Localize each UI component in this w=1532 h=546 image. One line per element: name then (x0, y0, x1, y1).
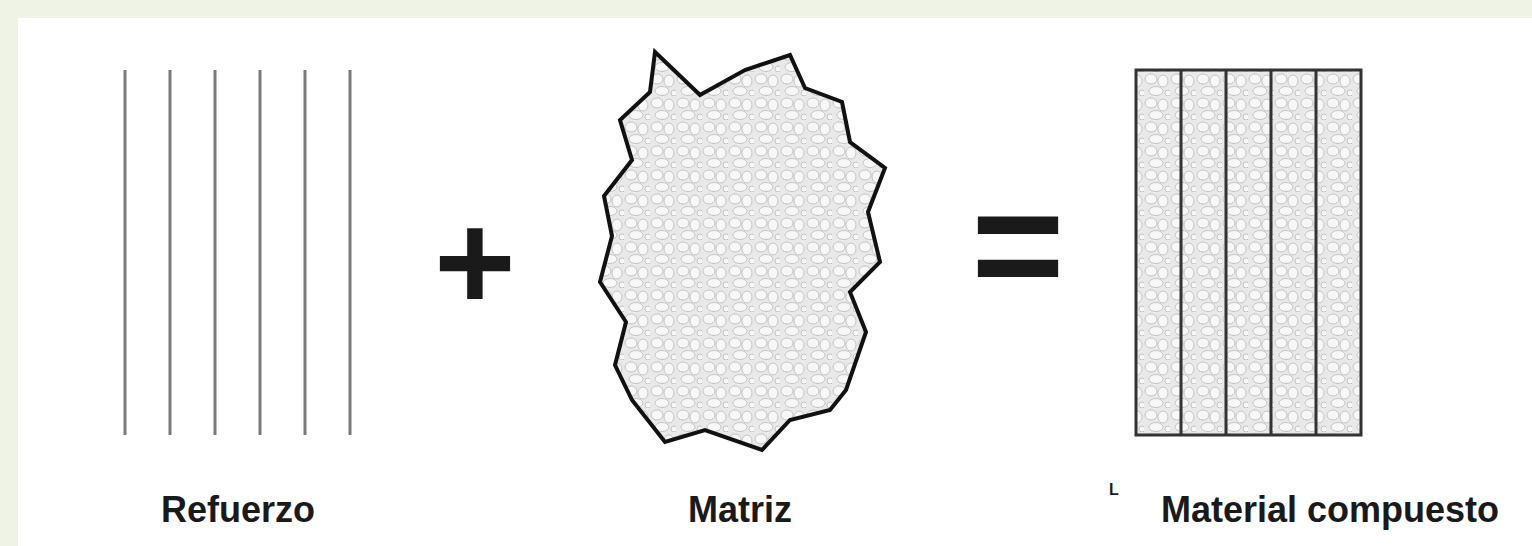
composite-block (1136, 70, 1361, 435)
reinforcement-fibers (125, 70, 350, 435)
part-name: Material compuesto (1161, 492, 1499, 528)
part-name: Refuerzo (161, 492, 315, 528)
matrix-blob (600, 52, 885, 450)
plus-sign: + (434, 192, 516, 332)
part-name: Matriz (688, 492, 792, 528)
stray-mark: L (1109, 482, 1119, 498)
equals-sign: = (971, 165, 1064, 325)
